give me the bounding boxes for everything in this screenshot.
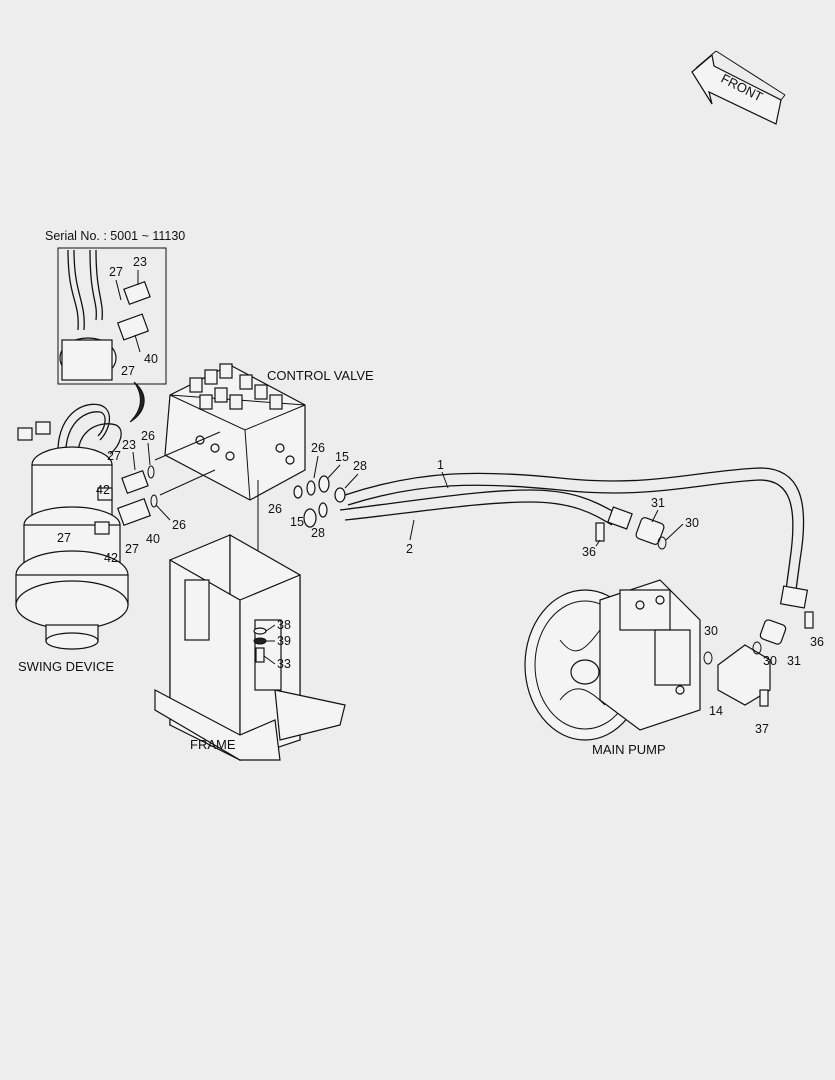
- swing-fittings: 23 26 27 42 40 26 27 27 42: [57, 429, 221, 565]
- swing-callout-42a: 42: [96, 483, 110, 497]
- cv-callout-15b: 15: [290, 515, 304, 529]
- mp-callout-14: 14: [709, 704, 723, 718]
- inset-callout-27a: 27: [109, 265, 123, 279]
- mp-callout-31b: 31: [787, 654, 801, 668]
- frame-callout-39: 39: [277, 634, 291, 648]
- main-pump: MAIN PUMP: [524, 579, 701, 757]
- control-valve: CONTROL VALVE: [164, 363, 374, 640]
- serial-label: Serial No. : 5001 ~ 11130: [45, 229, 185, 243]
- swing-callout-23: 23: [122, 438, 136, 452]
- swing-callout-27b: 27: [57, 531, 71, 545]
- main-pump-fittings: 31 30 36 30 30 31 36 14 37: [582, 496, 824, 736]
- mp-callout-30b: 30: [704, 624, 718, 638]
- swing-callout-40: 40: [146, 532, 160, 546]
- mp-callout-31a: 31: [651, 496, 665, 510]
- cv-callout-26a: 26: [311, 441, 325, 455]
- mp-callout-30a: 30: [685, 516, 699, 530]
- control-valve-label: CONTROL VALVE: [267, 368, 374, 383]
- swing-device-label: SWING DEVICE: [18, 659, 114, 674]
- frame: 38 39 33 FRAME: [154, 533, 346, 761]
- serial-inset: Serial No. : 5001 ~ 11130 27 23 40 27: [45, 229, 185, 423]
- inset-callout-23: 23: [133, 255, 147, 269]
- cv-callout-28a: 28: [353, 459, 367, 473]
- swing-callout-27a: 27: [107, 449, 121, 463]
- swing-device: SWING DEVICE: [15, 403, 129, 674]
- hoses: 1 2: [339, 458, 809, 609]
- main-pump-label: MAIN PUMP: [592, 742, 666, 757]
- mp-callout-36b: 36: [810, 635, 824, 649]
- swing-callout-42b: 42: [104, 551, 118, 565]
- inset-callout-27b: 27: [121, 364, 135, 378]
- cv-callout-26b: 26: [268, 502, 282, 516]
- hose-callout-1: 1: [437, 458, 444, 472]
- frame-label: FRAME: [190, 737, 236, 752]
- swing-callout-26a: 26: [141, 429, 155, 443]
- frame-callout-33: 33: [277, 657, 291, 671]
- mp-callout-30c: 30: [763, 654, 777, 668]
- hose-callout-2: 2: [406, 542, 413, 556]
- front-arrow: FRONT: [691, 50, 786, 125]
- mp-callout-36a: 36: [582, 545, 596, 559]
- inset-callout-40: 40: [144, 352, 158, 366]
- swing-callout-26b: 26: [172, 518, 186, 532]
- control-valve-fittings: 26 15 28 26 15 28: [268, 441, 367, 540]
- frame-callout-38: 38: [277, 618, 291, 632]
- mp-callout-37: 37: [755, 722, 769, 736]
- cv-callout-28b: 28: [311, 526, 325, 540]
- cv-callout-15a: 15: [335, 450, 349, 464]
- swing-callout-27c: 27: [125, 542, 139, 556]
